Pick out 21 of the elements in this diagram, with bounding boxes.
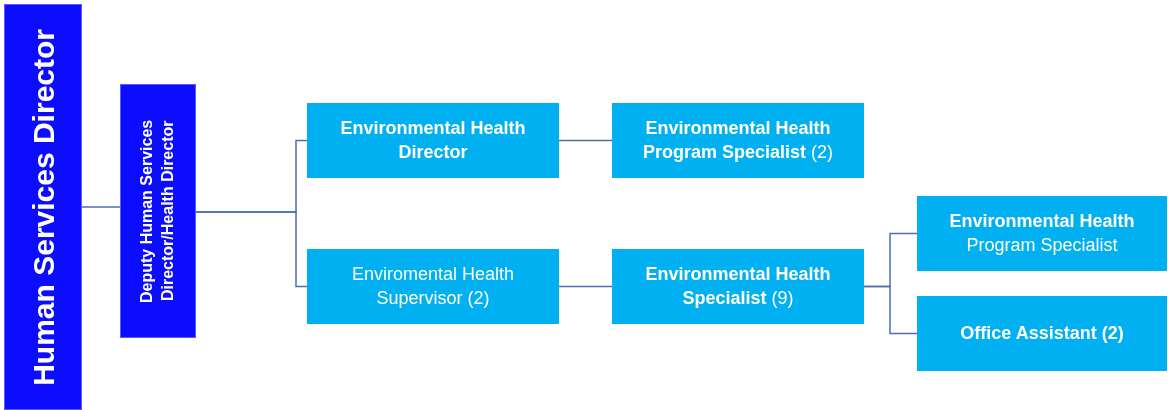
connector-line: [81, 206, 121, 208]
position-title: Office Assistant (2): [959, 321, 1125, 345]
connector-line: [863, 285, 918, 335]
position-box: [917, 196, 1167, 271]
position-title: Enviromental Health Supervisor (2): [350, 263, 516, 310]
position-title: Environmental Health Specialist (9): [644, 263, 832, 310]
position-title: Human Services Director: [25, 28, 61, 386]
position-box: [307, 103, 559, 178]
connector-line: [558, 139, 613, 142]
title-box: [120, 84, 196, 338]
title-box: [4, 4, 82, 410]
position-title: Deputy Human Services Director/Health Director: [137, 118, 177, 305]
position-title: Environmental Health Program Specialist: [948, 210, 1136, 257]
position-title: Environmental Health Director: [339, 117, 527, 164]
connector-line: [558, 285, 613, 288]
position-box: [307, 249, 559, 324]
position-box: [612, 103, 864, 178]
position-box: [917, 296, 1167, 371]
position-title: Environmental Health Program Specialist (2): [641, 117, 835, 164]
connector-line: [195, 211, 308, 288]
position-box: [612, 249, 864, 324]
